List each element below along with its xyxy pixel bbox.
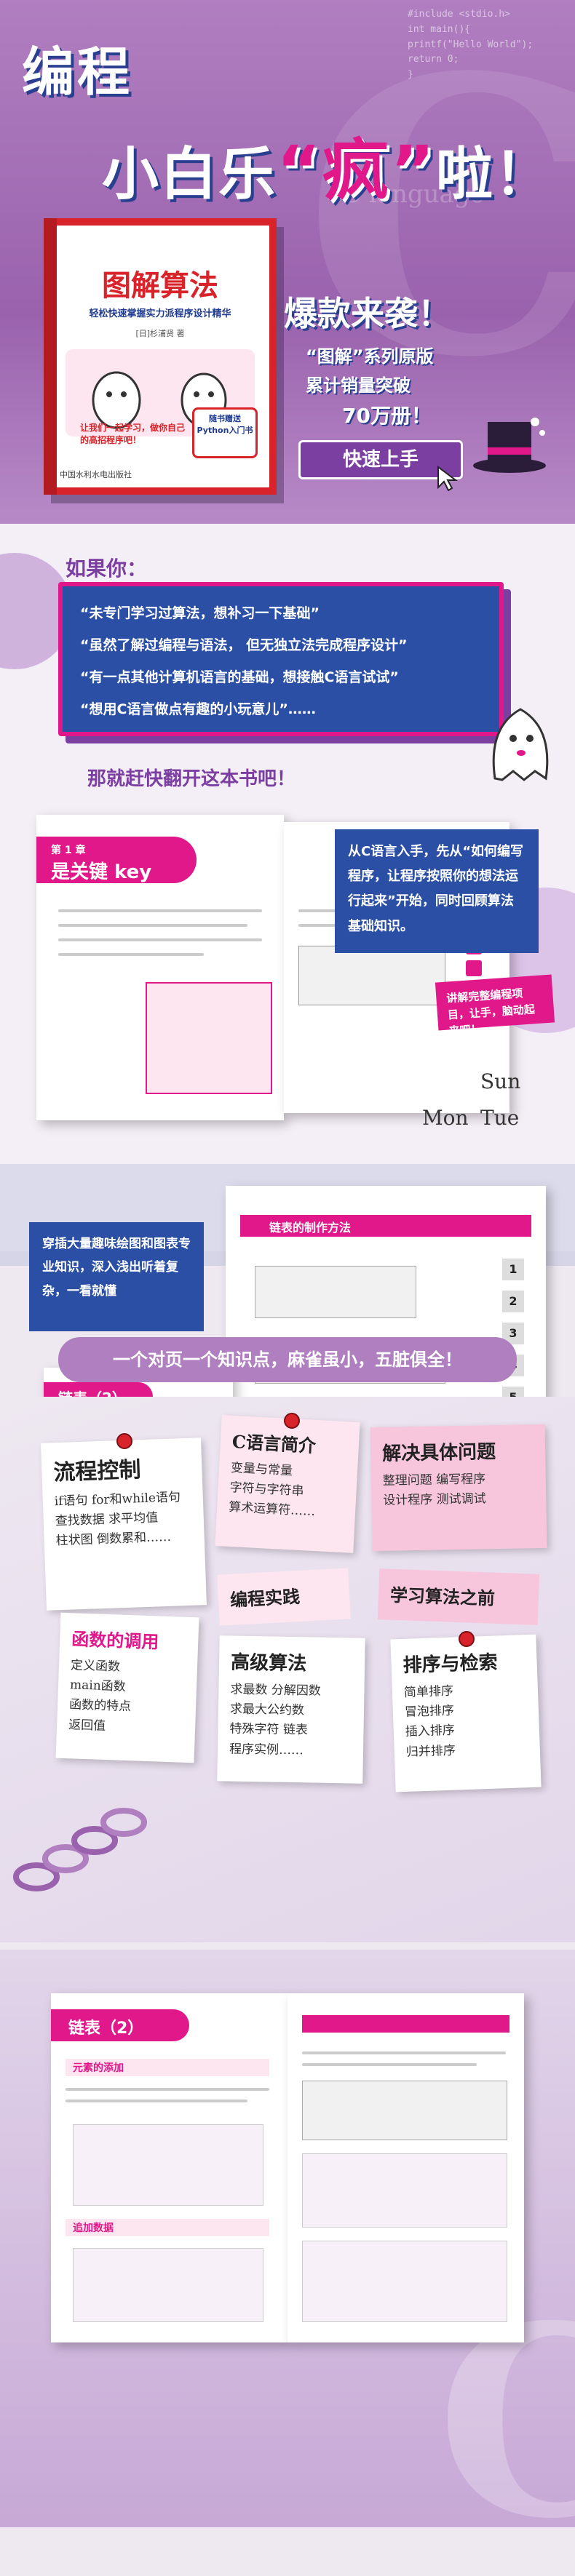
- promo-hot: 爆款来袭！: [284, 294, 451, 333]
- book-subtitle: 轻松快速掌握实力派程序设计精华: [89, 308, 231, 319]
- text-line: [58, 938, 262, 941]
- note-body: if语句 for和while语句 查找数据 求平均值 柱状图 倒数累和……: [54, 1490, 181, 1549]
- diagram: [302, 2241, 507, 2322]
- magic-hat-icon: [466, 407, 553, 490]
- chapter-number: 第 1 章: [51, 845, 86, 856]
- code-block: [302, 2081, 507, 2140]
- note-card: 流程控制 if语句 for和while语句 查找数据 求平均值 柱状图 倒数累和…: [41, 1437, 207, 1611]
- note-card: C语言简介 变量与常量 字符与字符串 算术运算符……: [215, 1415, 360, 1553]
- text-line: [302, 2051, 506, 2054]
- ifyou-heading: 如果你：: [66, 557, 148, 581]
- headline-line2: 小白乐“疯”啦！: [102, 132, 552, 210]
- note-card: 函数的调用 定义函数 main函数 函数的特点 返回值: [55, 1612, 199, 1763]
- spread1-left-page: 第 1 章 是关键 key: [36, 815, 284, 1120]
- note-card: 高级算法 求最数 分解因数 求最大公约数 特殊字符 链表 程序实例……: [217, 1635, 365, 1784]
- spread3-left-page: 链表（2） 元素的添加 追加数据: [51, 1993, 288, 2342]
- quick-start-button[interactable]: 快速上手: [298, 440, 463, 479]
- chapter-title: 是关键 key: [51, 861, 152, 883]
- chapter-title: 链表（2）: [68, 2019, 144, 2038]
- grid-figure: [298, 946, 445, 1005]
- tagline-ribbon: 一个对页一个知识点，麻雀虽小，五脏俱全！: [58, 1337, 517, 1382]
- book-author: [日]杉浦贤 著: [135, 329, 185, 338]
- book-blurb: 让我们一起学习，做你自己的高招程序吧！: [80, 423, 186, 445]
- text-line: [66, 2088, 269, 2091]
- note-title: 编程实践: [229, 1585, 301, 1611]
- bg-letter-c: C: [303, 0, 575, 440]
- note-title: C语言简介: [231, 1430, 317, 1456]
- note-body: 简单排序 冒泡排序 插入排序 归并排序: [403, 1683, 456, 1760]
- subheading-bar: [66, 2219, 269, 2236]
- day-tue: Tue: [480, 1106, 520, 1130]
- subheading: 追加数据: [73, 2222, 114, 2234]
- spread1-pink-note: 讲解完整编程项目，让手，脑动起来吧！: [435, 974, 555, 1037]
- text-line: [66, 2100, 247, 2102]
- text-line: [302, 2063, 477, 2066]
- ifyou-callout: 那就赶快翻开这本书吧！: [87, 768, 296, 790]
- book-spine: [44, 218, 57, 495]
- book-publisher: 中国水利水电出版社: [60, 470, 132, 479]
- note-title: 函数的调用: [71, 1628, 159, 1653]
- day-sun: Sun: [480, 1069, 521, 1093]
- code-snippet-bg: #include <stdio.h> int main(){ printf("H…: [408, 9, 534, 81]
- diagram: [73, 2248, 263, 2322]
- spread3-right-page: [288, 1993, 524, 2342]
- note-title: 排序与检索: [402, 1651, 499, 1677]
- headline-quote-open: “: [277, 132, 322, 210]
- text-line: [58, 924, 247, 927]
- note-card: 编程实践: [217, 1568, 351, 1626]
- note-title: 流程控制: [52, 1457, 142, 1486]
- cursor-icon: [437, 466, 459, 498]
- headline-quote-close: ”: [390, 132, 436, 210]
- subheading: 元素的添加: [73, 2062, 124, 2074]
- section-bar: [240, 1215, 531, 1237]
- note-card: 学习算法之前: [377, 1568, 540, 1625]
- book-badge: 随书赠送Python入门书: [192, 407, 258, 458]
- promo-line1: “图解”系列原版: [306, 346, 434, 367]
- chain-decoration: [7, 1797, 153, 1902]
- note-body: 变量与常量 字符与字符串 算术运算符……: [228, 1460, 316, 1520]
- headline-emphasis: 疯: [322, 132, 391, 210]
- question-item: “未专门学习过算法，想补习一下基础”: [80, 605, 320, 621]
- diagram: [302, 2153, 507, 2228]
- diagram: [73, 2124, 263, 2206]
- text-line: [58, 909, 262, 912]
- bg-word: C language: [342, 180, 485, 209]
- note-body: 定义函数 main函数 函数的特点 返回值: [68, 1658, 132, 1734]
- mascot-ghost: [480, 698, 560, 789]
- spread2-note: 穿插大量趣味绘图和图表专业知识，深入浅出听着复杂，一看就懂: [29, 1222, 204, 1331]
- subheading-bar: [66, 2059, 269, 2076]
- book-cover: 图解算法 轻松快速掌握实力派程序设计精华 [日]杉浦贤 著 让我们一起学习，做你…: [44, 218, 277, 495]
- section-bar: [302, 2015, 509, 2033]
- note-body: 整理问题 编写程序 设计程序 测试调试: [382, 1472, 486, 1508]
- text-line: [58, 953, 204, 956]
- pin-icon: [116, 1433, 132, 1449]
- spread1-note: 从C语言入手，先从“如何编写程序，让程序按照你的想法运行起来”开始，同时回顾算法…: [335, 829, 539, 953]
- note-title: 学习算法之前: [389, 1584, 496, 1609]
- note-card: 排序与检索 简单排序 冒泡排序 插入排序 归并排序: [390, 1634, 542, 1793]
- note-card: 解决具体问题 整理问题 编写程序 设计程序 测试调试: [370, 1424, 547, 1552]
- day-mon: Mon: [422, 1106, 469, 1130]
- chapter-banner: [36, 837, 197, 883]
- question-item: “想用C语言做点有趣的小玩意儿”……: [80, 701, 316, 717]
- promo-line3: 70万册！: [342, 404, 432, 428]
- question-item: “虽然了解过编程与语法， 但无独立法完成程序设计”: [80, 637, 408, 653]
- headline-line1: 编程: [22, 41, 133, 103]
- note-title: 高级算法: [230, 1651, 307, 1675]
- code-block: [255, 1266, 416, 1318]
- book-title: 图解算法: [102, 269, 218, 303]
- note-body: 求最数 分解因数 求最大公约数 特殊字符 链表 程序实例……: [229, 1682, 322, 1758]
- pin-icon: [459, 1631, 475, 1647]
- chapter-banner: [51, 2009, 189, 2041]
- note-title: 解决具体问题: [381, 1441, 496, 1465]
- section-heading: 链表的制作方法: [269, 1221, 352, 1235]
- question-item: “有一点其他计算机语言的基础，想接触C语言试试”: [80, 669, 399, 685]
- illustration-card: [146, 982, 272, 1094]
- pin-icon: [284, 1413, 300, 1429]
- promo-line2: 累计销量突破: [306, 375, 411, 396]
- question-box: “未专门学习过算法，想补习一下基础” “虽然了解过编程与语法， 但无独立法完成程…: [58, 582, 504, 736]
